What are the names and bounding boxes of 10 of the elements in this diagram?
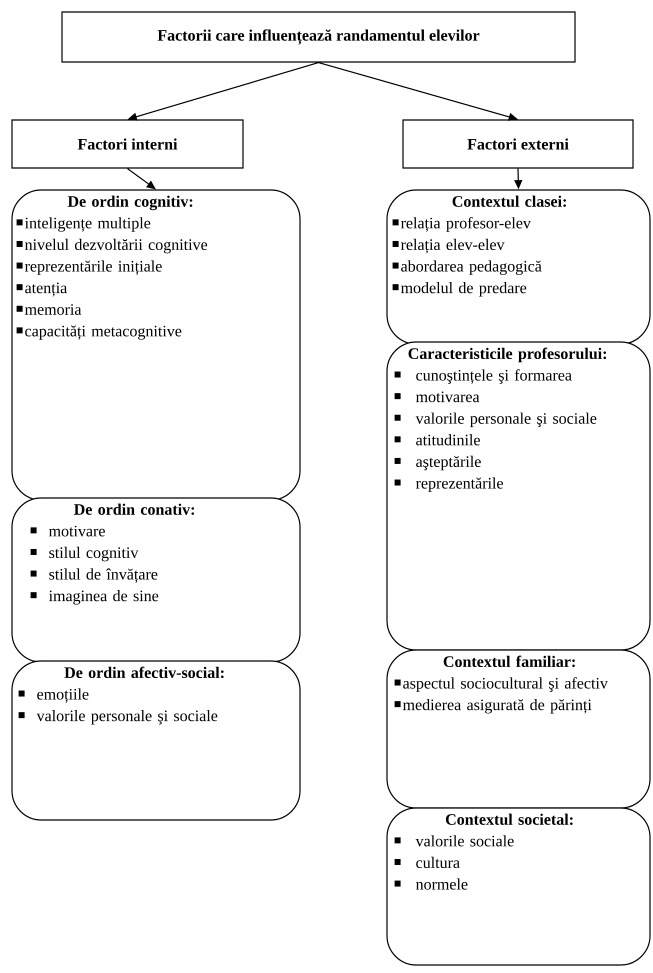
heading-box: Factori externi [402,119,634,169]
rounded-box: Contextul societal: valorile sociale cultura normele [386,807,651,966]
rounded-box: Contextul familiar: aspectul sociocultural şi afectiv medierea asigurată de părinți [386,649,651,809]
rounded-box: De ordin afectiv-social: emoțiile valorile personale şi sociale [11,660,301,821]
heading-box: Factorii care influențează randamentul elevilor [61,11,576,63]
rounded-box: De ordin cognitiv: inteligențe multiple nivelul dezvoltării cognitive reprezentările inițiale atenția memoria capacități metacognitive [11,189,301,501]
rounded-box: Caracteristicile profesorului: cunoştințele şi formarea motivarea valorile personale şi sociale atitudinile aşteptările reprezentările [386,341,651,651]
heading-box: Factori interni [11,119,244,169]
rounded-box: De ordin conativ: motivare stilul cognitiv stilul de învățare imaginea de sine [11,497,301,663]
rounded-box: Contextul clasei: relația profesor-elev relația elev-elev abordarea pedagogică modelul de predare [386,189,651,345]
